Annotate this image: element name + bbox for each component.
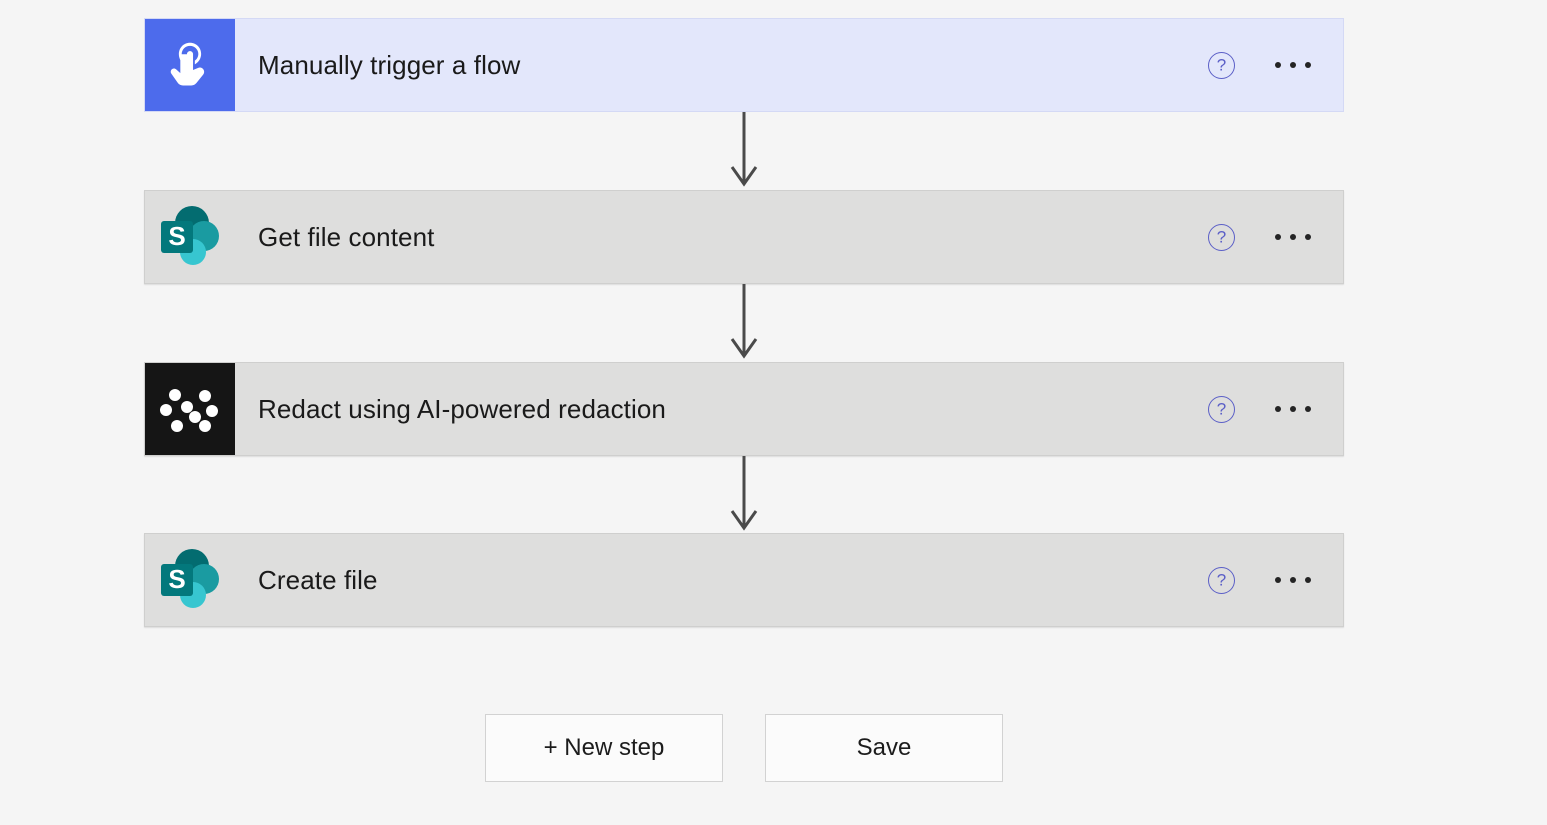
help-icon[interactable]: ?: [1208, 566, 1235, 594]
tap-hand-icon: [145, 19, 235, 111]
new-step-button[interactable]: + New step: [485, 714, 723, 782]
help-icon-glyph: ?: [1216, 227, 1227, 246]
flow-step-title: Redact using AI-powered redaction: [258, 393, 666, 424]
flow-step-actions: ?: [1208, 363, 1343, 455]
help-icon[interactable]: ?: [1208, 395, 1235, 423]
more-options-icon[interactable]: [1273, 571, 1313, 589]
help-icon-glyph: ?: [1216, 399, 1227, 418]
help-icon[interactable]: ?: [1208, 51, 1235, 79]
flow-connector-arrow: [728, 456, 760, 536]
flow-step-actions: ?: [1208, 534, 1343, 626]
flow-step-title: Get file content: [258, 221, 435, 252]
help-icon-glyph: ?: [1216, 570, 1227, 589]
flow-connector-arrow: [728, 284, 760, 364]
flow-connector-arrow: [728, 112, 760, 192]
flow-step-card-get-file-content[interactable]: S Get file content ?: [144, 190, 1344, 284]
help-icon-glyph: ?: [1216, 55, 1227, 74]
redaction-dots-icon: [145, 363, 235, 455]
sharepoint-icon: S: [145, 534, 235, 626]
svg-text:S: S: [168, 564, 185, 594]
flow-step-card-redact[interactable]: Redact using AI-powered redaction ?: [144, 362, 1344, 456]
flow-step-actions: ?: [1208, 19, 1343, 111]
more-options-icon[interactable]: [1273, 228, 1313, 246]
more-options-icon[interactable]: [1273, 56, 1313, 74]
svg-text:S: S: [168, 221, 185, 251]
help-icon[interactable]: ?: [1208, 223, 1235, 251]
save-button[interactable]: Save: [765, 714, 1003, 782]
flow-toolbar: + New step Save: [485, 714, 1003, 782]
more-options-icon[interactable]: [1273, 400, 1313, 418]
flow-step-actions: ?: [1208, 191, 1343, 283]
flow-step-title: Create file: [258, 564, 378, 595]
flow-step-card-trigger[interactable]: Manually trigger a flow ?: [144, 18, 1344, 112]
flow-step-card-create-file[interactable]: S Create file ?: [144, 533, 1344, 627]
sharepoint-icon: S: [145, 191, 235, 283]
flow-step-title: Manually trigger a flow: [258, 49, 521, 80]
